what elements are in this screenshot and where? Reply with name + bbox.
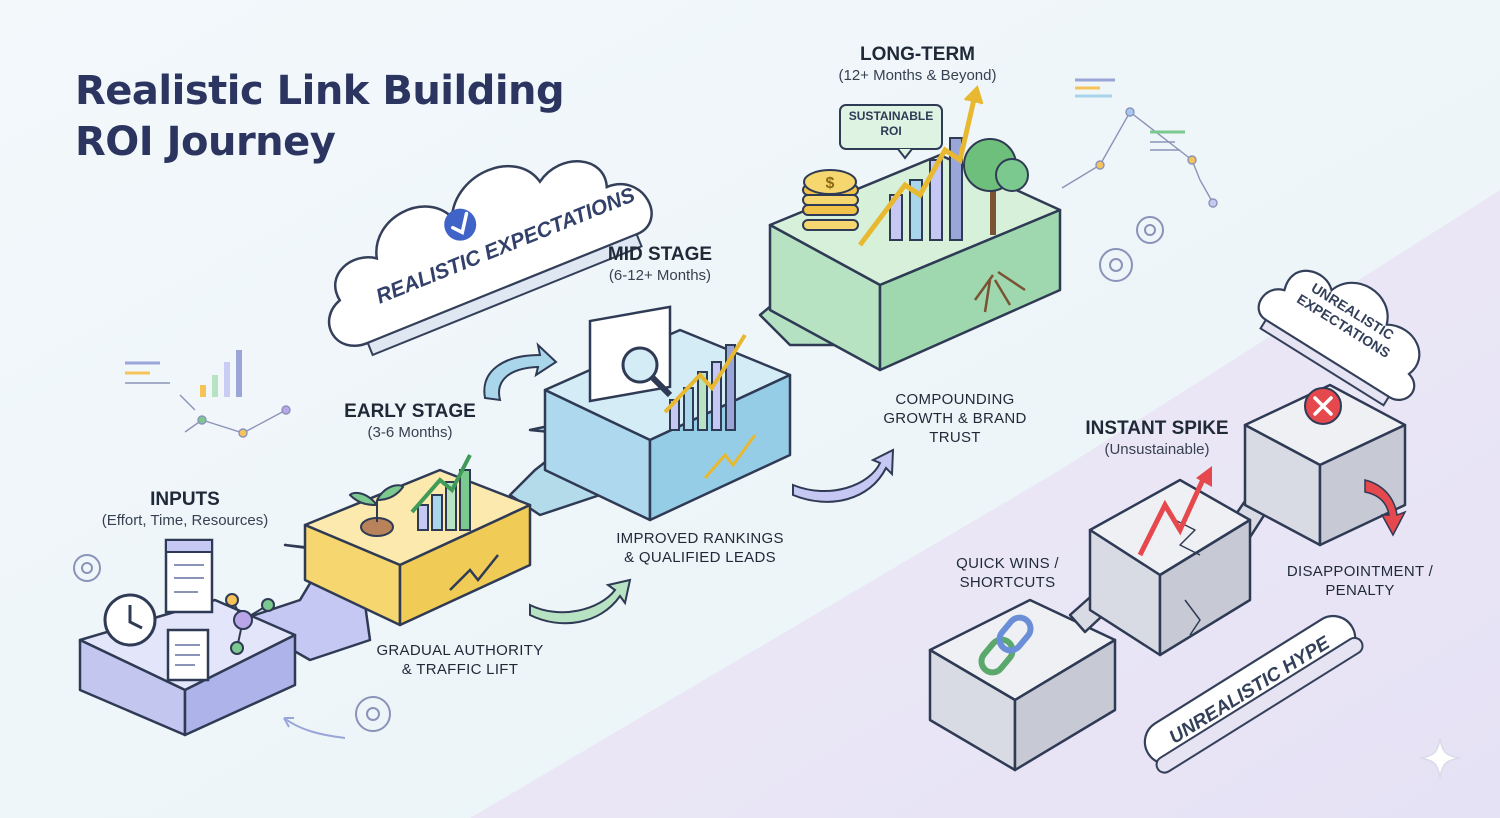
disappointment-label: DISAPPOINTMENT / PENALTY [1270, 563, 1450, 601]
error-x-icon [1304, 387, 1342, 425]
early-stage-caption: GRADUAL AUTHORITY & TRAFFIC LIFT [350, 642, 570, 680]
clock-icon [103, 593, 157, 647]
unrealistic-expectations-cloud [1257, 269, 1421, 407]
sprout-icon [348, 484, 405, 537]
mid-caption-line-1: IMPROVED RANKINGS [616, 530, 784, 547]
sustainable-roi-badge [839, 104, 943, 160]
tree-icon [963, 138, 1029, 313]
growth-chart-icon [663, 333, 747, 431]
badge-line-1: SUSTAINABLE [848, 109, 934, 123]
decor-left-chart [125, 350, 291, 438]
checkmark-icon [444, 208, 477, 241]
network-nodes-icon [225, 593, 275, 655]
page-title: Realistic Link Building ROI Journey [75, 66, 565, 168]
badge-line-2: ROI [880, 124, 902, 138]
quick-wins-line-1: QUICK WINS / [956, 555, 1059, 572]
mid-stage-label: MID STAGE (6-12+ Months) [560, 243, 760, 286]
unrealistic-hype-pill [1143, 614, 1364, 774]
inputs-label: INPUTS (Effort, Time, Resources) [60, 488, 310, 531]
curved-arrow-small [283, 717, 346, 739]
quick-wins-block [928, 598, 1117, 772]
early-caption-line-1: GRADUAL AUTHORITY [376, 642, 544, 659]
down-arrow-icon [1364, 479, 1407, 537]
growth-chart-icon [858, 85, 984, 247]
growth-chart-icon [410, 454, 472, 531]
decor-top-right [1061, 78, 1218, 208]
disappointment-line-2: PENALTY [1325, 581, 1395, 599]
title-line-2: ROI Journey [75, 119, 336, 166]
instant-spike-title: INSTANT SPIKE [1085, 418, 1229, 439]
early-stage-title: EARLY STAGE [344, 401, 476, 422]
early-caption-line-2: & TRAFFIC LIFT [401, 660, 519, 678]
early-stage-label: EARLY STAGE (3-6 Months) [310, 400, 510, 443]
chain-link-icon [978, 614, 1034, 676]
coin-stack-icon: $ [802, 169, 859, 231]
mid-stage-caption: IMPROVED RANKINGS & QUALIFIED LEADS [595, 530, 805, 568]
magnifier-icon [621, 346, 673, 398]
long-caption-line-2: GROWTH & BRAND [883, 409, 1027, 427]
quick-wins-line-2: SHORTCUTS [959, 573, 1056, 591]
growth-chart-icon [449, 554, 499, 591]
inputs-title: INPUTS [150, 489, 220, 510]
title-line-1: Realistic Link Building [75, 68, 565, 114]
long-term-label: LONG-TERM (12+ Months & Beyond) [800, 43, 1035, 86]
curved-arrow [483, 342, 895, 625]
realistic-expectations-cloud [327, 159, 653, 357]
instant-spike-label: INSTANT SPIKE (Unsustainable) [1072, 417, 1242, 460]
penalty-block [1243, 383, 1407, 547]
inputs-subtitle: (Effort, Time, Resources) [101, 511, 269, 529]
early-stage-subtitle: (3-6 Months) [367, 423, 453, 441]
mid-stage-title: MID STAGE [607, 244, 713, 265]
long-term-subtitle: (12+ Months & Beyond) [838, 66, 997, 84]
long-caption-line-3: TRUST [929, 428, 981, 446]
unrealistic-background [470, 190, 1500, 818]
instant-spike-subtitle: (Unsustainable) [1104, 440, 1210, 458]
sparkle-icon [1419, 737, 1461, 779]
mid-caption-line-2: & QUALIFIED LEADS [624, 548, 776, 566]
sustainable-roi-badge-text: SUSTAINABLE ROI [840, 109, 942, 139]
browser-window-icon [164, 538, 214, 614]
gear-icon [73, 216, 1164, 732]
disappointment-line-1: DISAPPOINTMENT / [1286, 563, 1434, 580]
document-icon [166, 628, 210, 682]
quick-wins-label: QUICK WINS / SHORTCUTS [935, 555, 1080, 593]
spike-arrow-icon [1137, 473, 1208, 557]
growth-chart-icon [703, 434, 757, 479]
mid-stage-subtitle: (6-12+ Months) [608, 266, 712, 284]
long-term-title: LONG-TERM [859, 44, 976, 65]
long-term-caption: COMPOUNDING GROWTH & BRAND TRUST [860, 391, 1050, 447]
long-caption-line-1: COMPOUNDING [895, 391, 1015, 408]
svg-text:$: $ [826, 175, 835, 192]
instant-spike-block [1088, 478, 1252, 657]
